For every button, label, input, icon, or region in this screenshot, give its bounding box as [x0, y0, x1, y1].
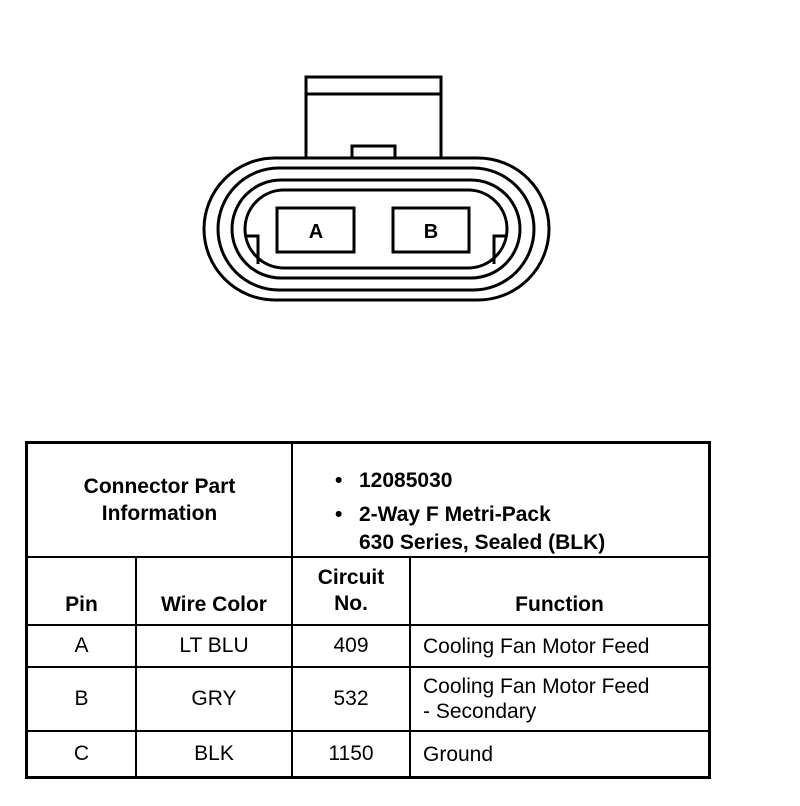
- function-line2: - Secondary: [423, 700, 537, 723]
- part-description-line1: 2-Way F Metri-Pack: [359, 503, 551, 526]
- circuit-cell: 1150: [293, 732, 411, 776]
- wire-color-cell: LT BLU: [137, 626, 293, 666]
- column-header-row: Pin Wire Color Circuit No. Function: [28, 558, 708, 626]
- header-wire-color: Wire Color: [137, 558, 293, 624]
- circuit-cell: 532: [293, 668, 411, 730]
- part-info-label: Connector Part Information: [28, 444, 293, 556]
- function-line1: Cooling Fan Motor Feed: [423, 675, 650, 698]
- bullet-icon: •: [335, 469, 343, 492]
- locking-tab-notch: [350, 144, 397, 158]
- pin-cell: C: [28, 732, 137, 776]
- pin-cell: A: [28, 626, 137, 666]
- part-info-row: Connector Part Information • 12085030 • …: [28, 444, 708, 558]
- left-key: [245, 234, 260, 264]
- part-number-item: • 12085030: [335, 464, 708, 498]
- connector-middle-shell: [216, 166, 536, 292]
- function-line1: Cooling Fan Motor Feed: [423, 634, 650, 658]
- part-description-item: • 2-Way F Metri-Pack: [335, 498, 708, 532]
- table-row: C BLK 1150 Ground: [28, 732, 708, 776]
- header-circuit: Circuit No.: [293, 558, 411, 624]
- header-circuit-line2: No.: [334, 592, 368, 615]
- cavity-b-label: B: [424, 221, 438, 243]
- locking-tab: [304, 75, 443, 158]
- header-pin: Pin: [28, 558, 137, 624]
- header-circuit-line1: Circuit: [317, 566, 385, 589]
- function-cell: Cooling Fan Motor Feed - Secondary: [411, 668, 708, 730]
- part-description-line2: 630 Series, Sealed (BLK): [359, 531, 606, 554]
- connector-drawing: A B: [202, 75, 551, 302]
- connector-info-table: Connector Part Information • 12085030 • …: [25, 441, 711, 779]
- part-number: 12085030: [359, 469, 453, 492]
- cavity-a-label: A: [309, 221, 323, 243]
- cavity-b: [391, 206, 471, 254]
- wire-color-cell: BLK: [137, 732, 293, 776]
- function-cell: Cooling Fan Motor Feed: [411, 626, 708, 666]
- bullet-icon: •: [335, 503, 343, 526]
- cavity-a: [275, 206, 356, 254]
- header-function: Function: [515, 593, 604, 616]
- pin-cell: B: [28, 668, 137, 730]
- circuit-cell: 409: [293, 626, 411, 666]
- connector-inner-shell: [230, 178, 522, 280]
- function-line1: Ground: [423, 742, 494, 766]
- connector-outer-shell: [202, 156, 551, 302]
- right-key: [492, 234, 507, 264]
- connector-face: [243, 188, 509, 270]
- part-info-label-line1: Connector Part: [83, 475, 236, 498]
- part-info-label-line2: Information: [101, 502, 218, 525]
- part-info-value: • 12085030 • 2-Way F Metri-Pack 630 Seri…: [293, 444, 708, 556]
- function-cell: Ground: [411, 732, 708, 776]
- table-row: B GRY 532 Cooling Fan Motor Feed - Secon…: [28, 668, 708, 732]
- table-row: A LT BLU 409 Cooling Fan Motor Feed: [28, 626, 708, 668]
- wire-color-cell: GRY: [137, 668, 293, 730]
